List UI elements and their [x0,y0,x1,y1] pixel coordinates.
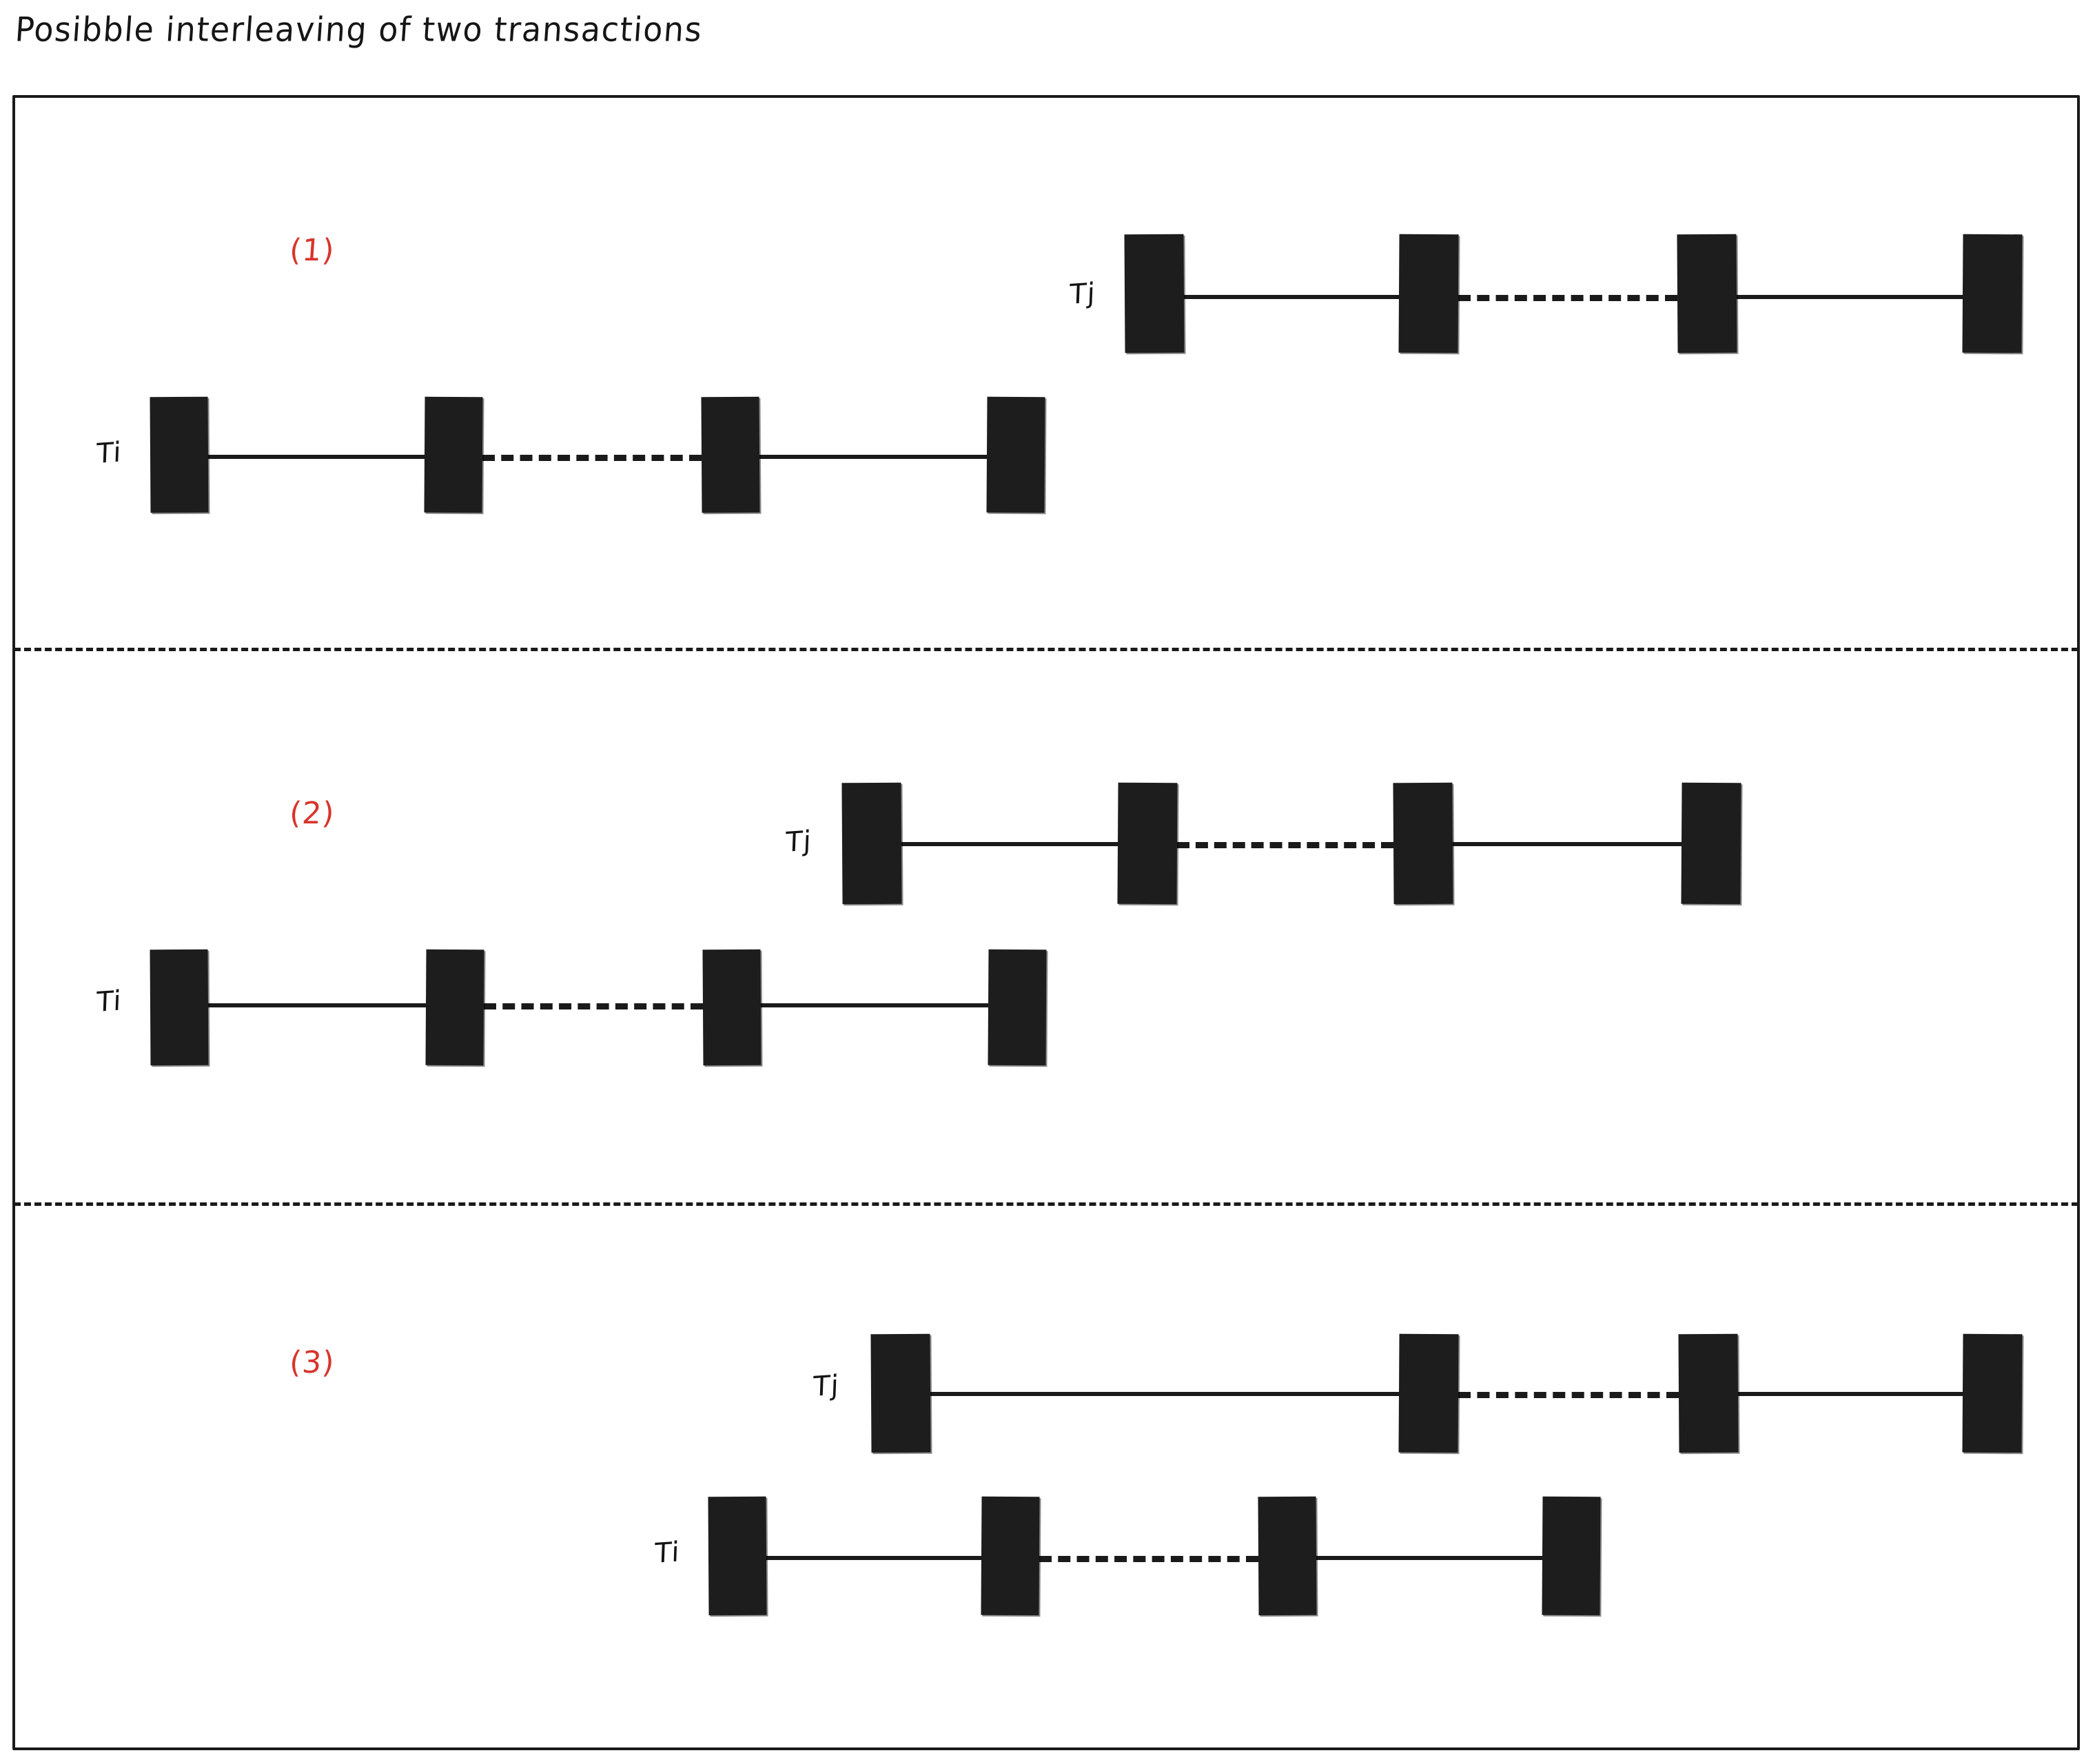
timeline-segment-dashed-ti-1-2 [482,455,702,461]
section-label-3: (3) [288,1345,336,1380]
transaction-label-tj-1: Tj [1069,277,1096,311]
event-bar-ti-3-1 [708,1496,767,1616]
event-bar-tj-3-4 [1962,1333,2023,1453]
event-bar-tj-1-1 [1124,234,1185,353]
event-bar-tj-3-1 [870,1333,931,1453]
section-label-1: (1) [288,233,336,268]
event-bar-tj-2-2 [1117,782,1178,905]
transaction-label-tj-2: Tj [785,825,813,859]
event-bar-ti-1-1 [150,396,209,513]
event-bar-ti-2-2 [425,949,484,1066]
event-bar-ti-1-2 [424,396,483,513]
event-bar-tj-2-4 [1681,782,1741,905]
event-bar-tj-3-2 [1398,1333,1459,1453]
page-title: Posibble interleaving of two transaction… [13,10,704,50]
timeline-segment-solid-tj-2-3 [1453,842,1682,846]
timeline-segment-dashed-tj-3-2 [1458,1392,1679,1398]
timeline-segment-solid-tj-1-3 [1737,295,1963,299]
event-bar-ti-1-3 [701,396,760,513]
transaction-label-ti-1: Ti [96,436,123,470]
timeline-segment-solid-tj-3-3 [1738,1392,1963,1396]
separator-2-3 [14,1202,2078,1206]
timeline-segment-dashed-ti-2-2 [484,1003,703,1009]
timeline-segment-solid-ti-3-3 [1316,1556,1542,1560]
transaction-label-tj-3: Tj [813,1369,840,1403]
event-bar-tj-2-1 [841,782,902,905]
event-bar-tj-3-3 [1678,1333,1739,1453]
event-bar-ti-2-4 [988,949,1047,1066]
timeline-segment-solid-ti-2-3 [761,1003,988,1007]
diagram-frame [12,95,2080,1750]
timeline-segment-solid-tj-3-1 [930,1392,1399,1396]
event-bar-tj-1-3 [1677,234,1737,353]
timeline-segment-solid-tj-2-1 [901,842,1118,846]
timeline-segment-solid-ti-3-1 [766,1556,981,1560]
event-bar-tj-2-3 [1393,782,1453,905]
event-bar-ti-3-2 [981,1496,1040,1616]
timeline-segment-dashed-ti-3-2 [1039,1556,1258,1562]
event-bar-ti-3-3 [1258,1496,1317,1616]
timeline-segment-solid-ti-2-1 [208,1003,426,1007]
timeline-segment-dashed-tj-1-2 [1458,295,1677,301]
event-bar-tj-1-4 [1962,234,2023,353]
event-bar-ti-1-4 [986,396,1045,513]
event-bar-ti-2-3 [702,949,762,1066]
event-bar-ti-3-4 [1542,1496,1601,1616]
timeline-segment-dashed-tj-2-2 [1177,842,1393,848]
timeline-segment-solid-ti-1-1 [208,455,425,459]
event-bar-ti-2-1 [150,949,209,1066]
transaction-label-ti-3: Ti [654,1536,681,1570]
transaction-label-ti-2: Ti [96,985,123,1018]
separator-1-2 [14,648,2078,651]
event-bar-tj-1-2 [1398,234,1459,353]
timeline-segment-solid-tj-1-1 [1184,295,1399,299]
section-label-2: (2) [288,796,336,831]
timeline-segment-solid-ti-1-3 [759,455,987,459]
